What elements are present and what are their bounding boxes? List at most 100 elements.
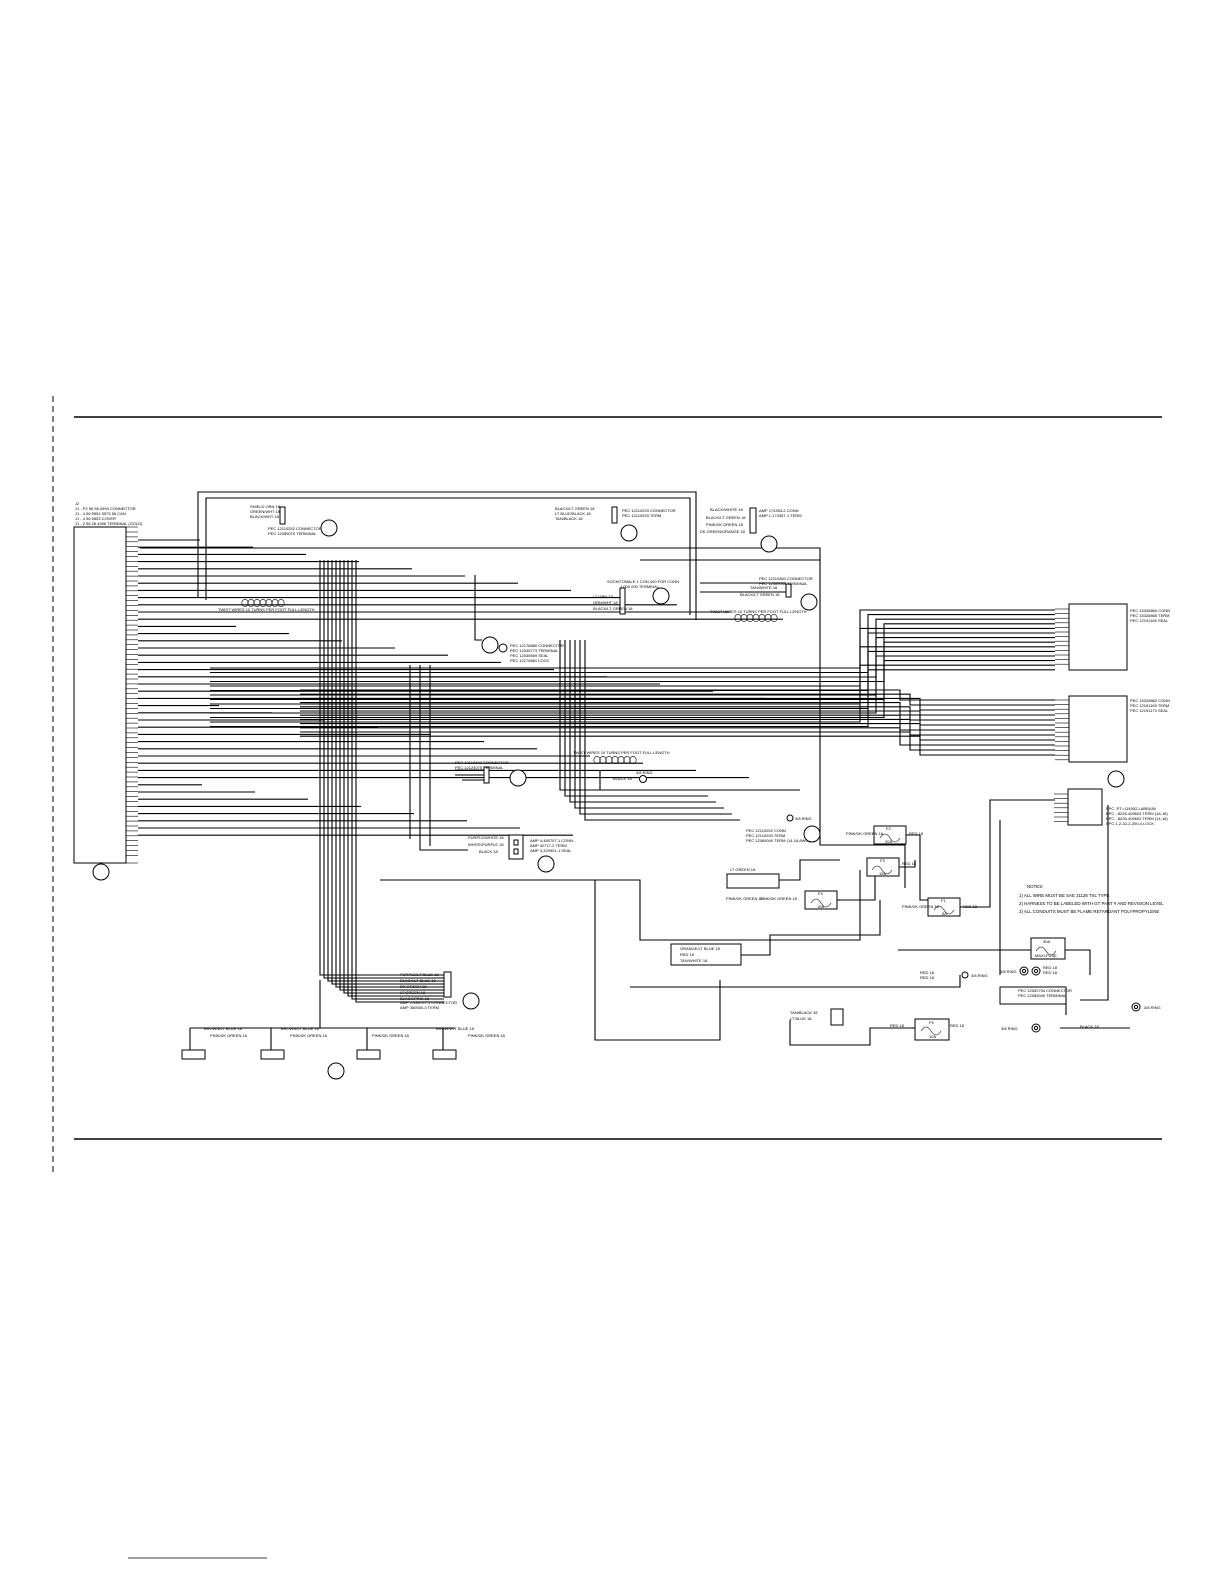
top-right-small-connector: PEC 12110360 CONNECTOR PEC 12089040 TERM… bbox=[740, 576, 818, 611]
svg-text:BLACK/LT GREEN 18: BLACK/LT GREEN 18 bbox=[740, 592, 780, 597]
svg-text:PINK/DK GREEN 18: PINK/DK GREEN 18 bbox=[846, 831, 884, 836]
svg-text:NOTES:: NOTES: bbox=[1027, 884, 1043, 889]
svg-text:AMP 1-480707-1 CONNECTOR: AMP 1-480707-1 CONNECTOR bbox=[400, 1000, 457, 1005]
svg-text:15A: 15A bbox=[817, 904, 824, 909]
svg-text:PINK/DK GREEN 18: PINK/DK GREEN 18 bbox=[290, 1033, 328, 1038]
svg-text:J1 - 4 56 5551 5573 56 CAN: J1 - 4 56 5551 5573 56 CAN bbox=[75, 511, 126, 516]
svg-text:BLACK/WHITE 18: BLACK/WHITE 18 bbox=[710, 507, 743, 512]
svg-text:RED 18: RED 18 bbox=[902, 861, 917, 866]
bottom-connector-cluster: PURPLE/WHITE 18 WHITE/PURPLE 18 BLACK 18… bbox=[468, 834, 573, 873]
svg-text:LT BLUE/BLACK 18: LT BLUE/BLACK 18 bbox=[555, 511, 591, 516]
svg-text:3/8 RING: 3/8 RING bbox=[1144, 1005, 1161, 1010]
svg-text:PEC 12110292 CONNECTOR: PEC 12110292 CONNECTOR bbox=[455, 760, 509, 765]
svg-text:F1: F1 bbox=[941, 898, 946, 903]
top-connector-2: BLACK/LT GREEN 18 LT BLUE/BLACK 18 TAN/B… bbox=[555, 506, 676, 542]
ring-terminal-1: 3/8 RING BLACK 18 bbox=[613, 770, 653, 783]
svg-text:BLACK 18: BLACK 18 bbox=[1080, 1024, 1099, 1029]
svg-text:BLACK/WHT 18: BLACK/WHT 18 bbox=[250, 514, 280, 519]
fuse-area: 3/8 RING PEC 12110252 CONN PEC 12110293 … bbox=[670, 814, 821, 966]
svg-text:ORN/WHT 18: ORN/WHT 18 bbox=[593, 600, 618, 605]
svg-text:PEC 12110252 CONN: PEC 12110252 CONN bbox=[746, 828, 786, 833]
mid-connector: PEC 12110292 CONNECTOR PEC 12124075 TERM… bbox=[455, 760, 527, 787]
svg-text:AMP 350550-3 TERM: AMP 350550-3 TERM bbox=[400, 1005, 439, 1010]
svg-text:RED 18: RED 18 bbox=[890, 1023, 905, 1028]
twisted-pair-mid: TWIST WIRES 10 TURNS PER FOOT FULL LENGT… bbox=[573, 750, 670, 764]
svg-text:AMP 174353-2 CONN: AMP 174353-2 CONN bbox=[759, 508, 799, 513]
svg-text:SHIELD ORN 18: SHIELD ORN 18 bbox=[250, 504, 281, 509]
svg-text:PEC 15326860 CONN: PEC 15326860 CONN bbox=[1130, 608, 1170, 613]
svg-text:EPC -PT=114952-LABRAIN: EPC -PT=114952-LABRAIN bbox=[1106, 806, 1156, 811]
svg-text:EPC - 8226-409603 TERM (16-18): EPC - 8226-409603 TERM (16-18) bbox=[1106, 811, 1168, 816]
svg-text:BLACK/LT GREEN 18: BLACK/LT GREEN 18 bbox=[706, 515, 746, 520]
svg-text:BROWN/LT BLUE 18: BROWN/LT BLUE 18 bbox=[281, 1026, 320, 1031]
svg-text:PEC 12124075 TERMINAL: PEC 12124075 TERMINAL bbox=[455, 765, 504, 770]
svg-text:30A: 30A bbox=[1043, 939, 1050, 944]
right-connector-c: EPC -PT=114952-LABRAIN EPC - 8226-409603… bbox=[1054, 788, 1168, 826]
svg-text:BROWN/LT BLUE 18: BROWN/LT BLUE 18 bbox=[436, 1026, 475, 1031]
notes-block: NOTES: 1) ALL WIRE MUST BE SAE J1128 TXL… bbox=[1019, 884, 1164, 914]
main-connector-block bbox=[73, 526, 138, 864]
svg-text:PEC 12052754 CONNECTOR: PEC 12052754 CONNECTOR bbox=[1018, 988, 1072, 993]
svg-text:LT BLUE 18: LT BLUE 18 bbox=[790, 1016, 812, 1021]
svg-text:F3: F3 bbox=[880, 858, 885, 863]
svg-text:MAXI-FUSE: MAXI-FUSE bbox=[1035, 953, 1057, 958]
svg-text:F4: F4 bbox=[818, 891, 823, 896]
svg-text:EPC - 8226-409602 TERM (14-16): EPC - 8226-409602 TERM (14-16) bbox=[1106, 816, 1168, 821]
top-connector-3: BLACK/WHITE 18 BLACK/LT GREEN 18 PINK/DK… bbox=[700, 507, 802, 553]
svg-text:3/8 RING: 3/8 RING bbox=[1001, 1026, 1018, 1031]
svg-text:BLACK/LT GREEN 18: BLACK/LT GREEN 18 bbox=[555, 506, 595, 511]
svg-text:PEC 12045569 SEAL: PEC 12045569 SEAL bbox=[510, 653, 549, 658]
fuse-f1: F1 5A RED 18 PINK/DK GREEN 18 bbox=[902, 897, 978, 917]
svg-text:PEC 12176880 CONNECTOR: PEC 12176880 CONNECTOR bbox=[510, 643, 564, 648]
svg-text:PEC 12110360 CONNECTOR: PEC 12110360 CONNECTOR bbox=[759, 576, 813, 581]
right-connector-b: PEC 15326862 CONN PEC 12191169 TERM PEC … bbox=[1055, 695, 1170, 763]
svg-text:TWIST WIRES 10 TURNS PER FOOT: TWIST WIRES 10 TURNS PER FOOT FULL LENGT… bbox=[710, 609, 807, 614]
svg-text:RED 18: RED 18 bbox=[920, 970, 935, 975]
svg-text:PINK/DK GREEN 18: PINK/DK GREEN 18 bbox=[726, 896, 764, 901]
svg-text:BLACK/PINK 18: BLACK/PINK 18 bbox=[400, 996, 430, 1001]
svg-text:DK GREEN/ORANGE 18: DK GREEN/ORANGE 18 bbox=[700, 529, 746, 534]
svg-text:PINK/DK GREEN 18: PINK/DK GREEN 18 bbox=[372, 1033, 410, 1038]
svg-text:RED 18: RED 18 bbox=[950, 1023, 965, 1028]
svg-text:TAN/WHITE 18: TAN/WHITE 18 bbox=[750, 585, 778, 590]
svg-text:AMP 42717-2 TERM: AMP 42717-2 TERM bbox=[530, 843, 567, 848]
svg-text:RED 18: RED 18 bbox=[963, 904, 978, 909]
svg-text:PINK/DK GREEN 18: PINK/DK GREEN 18 bbox=[210, 1033, 248, 1038]
svg-text:TAN/BLACK 18: TAN/BLACK 18 bbox=[555, 516, 583, 521]
svg-text:PEC 12110293 TERM: PEC 12110293 TERM bbox=[622, 513, 661, 518]
svg-text:PEC 12110293 TERM: PEC 12110293 TERM bbox=[746, 833, 785, 838]
sensor-connector: PEC 12176880 CONNECTOR PEC 12045773 TERM… bbox=[481, 636, 564, 663]
svg-text:PEC 12045773 TERMINAL: PEC 12045773 TERMINAL bbox=[510, 648, 559, 653]
svg-text:PINK/DK GREEN 18: PINK/DK GREEN 18 bbox=[468, 1033, 506, 1038]
ring-terminals-right: 3/8 RING RED 18 RED 18 3/8 RING RED 18 R… bbox=[920, 965, 1161, 1033]
svg-text:PEC 12191169 TERM: PEC 12191169 TERM bbox=[1130, 703, 1169, 708]
svg-text:1 000 000 TERMINAL: 1 000 000 TERMINAL bbox=[620, 584, 660, 589]
svg-text:BLACK 18: BLACK 18 bbox=[613, 776, 632, 781]
svg-text:PEC 12089040 TERMINAL: PEC 12089040 TERMINAL bbox=[759, 581, 808, 586]
svg-text:PEC 12176881 LOCK: PEC 12176881 LOCK bbox=[510, 658, 549, 663]
svg-text:RED 18: RED 18 bbox=[1043, 970, 1058, 975]
svg-text:PEC 12089075 TERMINAL: PEC 12089075 TERMINAL bbox=[268, 531, 317, 536]
twisted-pair-left: TWIST WIRES 10 TURNS PER FOOT FULL LENGT… bbox=[218, 599, 315, 612]
svg-text:RED 18: RED 18 bbox=[680, 952, 695, 957]
svg-text:PEC 12110252 CONNECTOR: PEC 12110252 CONNECTOR bbox=[268, 526, 322, 531]
svg-text:PINK/DK GREEN 18: PINK/DK GREEN 18 bbox=[902, 904, 940, 909]
svg-text:PEC 12110293 CONNECTOR: PEC 12110293 CONNECTOR bbox=[622, 508, 676, 513]
svg-text:TAN/WHITE 18: TAN/WHITE 18 bbox=[680, 958, 708, 963]
svg-text:3/8 RING: 3/8 RING bbox=[971, 973, 988, 978]
svg-text:3/8 RING: 3/8 RING bbox=[636, 770, 653, 775]
svg-text:PINK/DK GREEN 18: PINK/DK GREEN 18 bbox=[760, 896, 798, 901]
svg-text:10A: 10A bbox=[929, 1034, 936, 1039]
svg-text:2) HARNESS TO BE LABELED WITH: 2) HARNESS TO BE LABELED WITH GT PART # … bbox=[1019, 901, 1164, 906]
svg-text:LT GREEN 18: LT GREEN 18 bbox=[400, 990, 426, 995]
svg-text:EPC 1-2-42-2-200-4 LOCK: EPC 1-2-42-2-200-4 LOCK bbox=[1106, 821, 1154, 826]
wire-harness bbox=[138, 539, 1130, 1050]
svg-text:WHITE/PURPLE 18: WHITE/PURPLE 18 bbox=[468, 842, 504, 847]
svg-text:5A: 5A bbox=[942, 911, 947, 916]
svg-text:J1 - P2 56 56 4994 CONNECTOR: J1 - P2 56 56 4994 CONNECTOR bbox=[75, 506, 136, 511]
side-connector-small: TAN/BLACK 18 LT BLUE 18 bbox=[790, 1008, 844, 1026]
svg-text:BROWN/LT BLUE 18: BROWN/LT BLUE 18 bbox=[204, 1026, 243, 1031]
svg-text:PURPLE/LT BLUE 18: PURPLE/LT BLUE 18 bbox=[400, 972, 439, 977]
svg-text:3/8 RING: 3/8 RING bbox=[1000, 969, 1017, 974]
